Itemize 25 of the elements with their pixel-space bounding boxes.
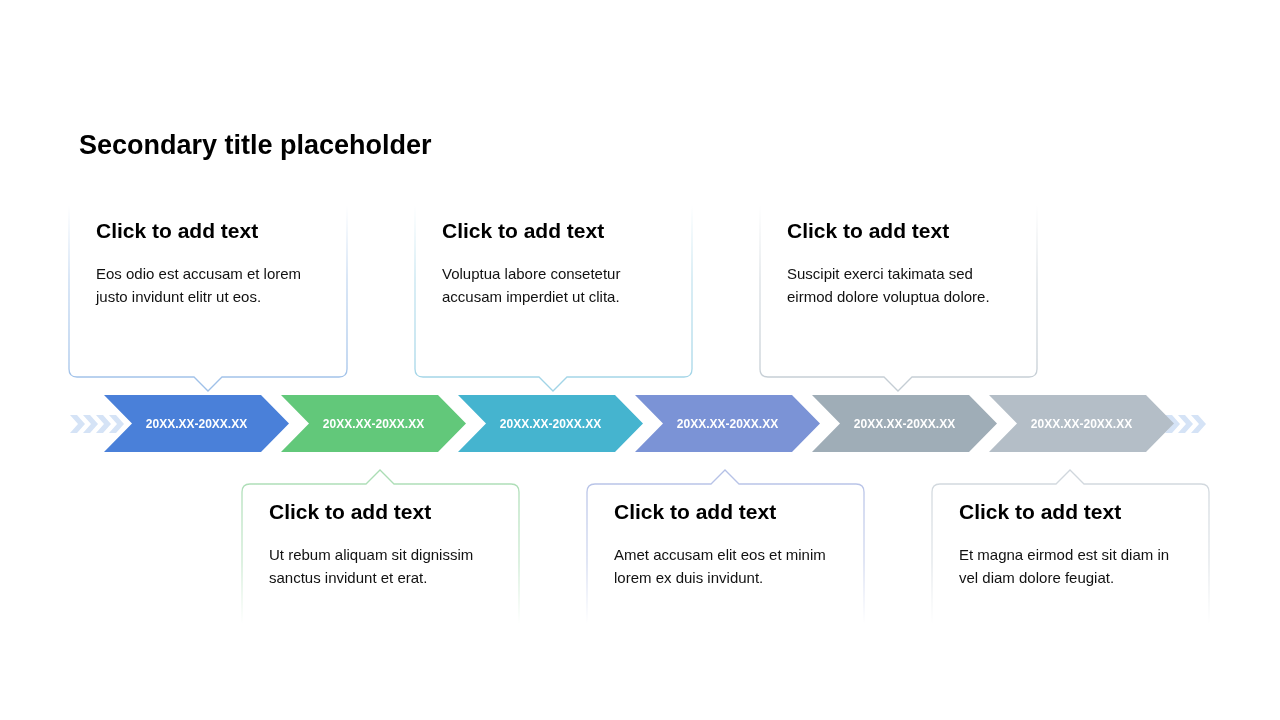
description: Amet accusam elit eos et minim lorem ex duis invidunt. [614,545,827,588]
date-range: 20XX.XX-20XX.XX [498,416,603,431]
timeline-segment [281,395,466,452]
timeline-segment [812,395,997,452]
timeline-segment [458,395,643,452]
heading: Click to add text [442,219,605,243]
description: Suscipit exerci takimata sed eirmod dolore voluptua dolore. [787,264,991,307]
heading: Click to add text [787,219,950,243]
heading: Click to add text [269,500,432,524]
title: Secondary title placeholder [79,130,432,161]
heading: Click to add text [614,500,777,524]
date-range: 20XX.XX-20XX.XX [144,416,249,431]
heading: Click to add text [96,219,259,243]
description: Ut rebum aliquam sit dignissim sanctus invidunt et erat. [269,545,475,588]
date-range: 20XX.XX-20XX.XX [852,416,957,431]
date-range: 20XX.XX-20XX.XX [675,416,780,431]
description: Voluptua labore consetetur accusam imperdiet ut clita. [442,264,622,307]
description: Et magna eirmod est sit diam in vel diam dolore feugiat. [959,545,1171,588]
description: Eos odio est accusam et lorem justo invidunt elitr ut eos. [96,264,303,307]
heading: Click to add text [959,500,1122,524]
date-range: 20XX.XX-20XX.XX [1029,416,1134,431]
timeline-segment [989,395,1174,452]
timeline-segment [104,395,289,452]
date-range: 20XX.XX-20XX.XX [321,416,426,431]
timeline-segment [635,395,820,452]
